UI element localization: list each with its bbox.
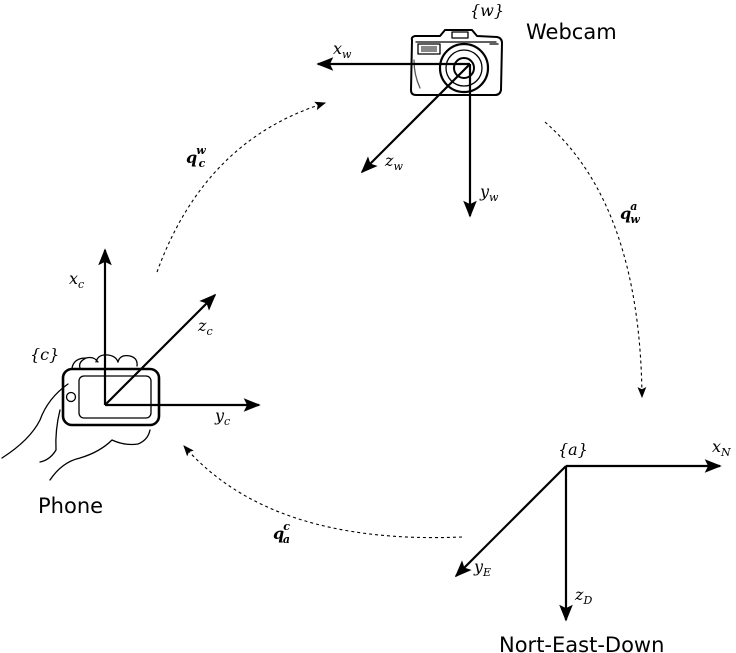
phone-z-axis [104, 293, 217, 406]
webcam-x-label: xw [333, 39, 352, 61]
ned-x-label: xN [712, 437, 731, 459]
phone-z-label: zc [197, 316, 213, 338]
phone-y-label: yc [214, 406, 230, 428]
phone-label: Phone [38, 494, 103, 518]
dashed-arrow-q-c-w [156, 101, 327, 273]
hand-phone-icon [1, 354, 161, 481]
webcam-frame: Webcam {w} xw yw zw [316, 1, 617, 218]
phone-frame: Phone {c} xc yc zc [1, 248, 261, 518]
webcam-frame-id: {w} [470, 1, 504, 20]
ned-y-label: yE [473, 557, 491, 579]
ned-frame-id: {a} [558, 440, 588, 459]
webcam-label: Webcam [526, 20, 617, 44]
phone-frame-id: {c} [30, 345, 59, 364]
camera-icon [410, 29, 503, 96]
dashed-arrow-q-w-a [544, 121, 647, 399]
ned-frame: Nort-East-Down {a} xN yE zD [454, 437, 731, 653]
webcam-y-label: yw [479, 182, 499, 204]
webcam-z-axis [360, 63, 471, 174]
webcam-z-label: zw [384, 151, 403, 173]
phone-x-label: xc [69, 269, 84, 291]
ned-y-axis [454, 465, 567, 578]
dashed-arrow-q-a-c [183, 445, 463, 539]
ned-z-label: zD [574, 585, 592, 607]
ned-label: Nort-East-Down [499, 633, 664, 653]
